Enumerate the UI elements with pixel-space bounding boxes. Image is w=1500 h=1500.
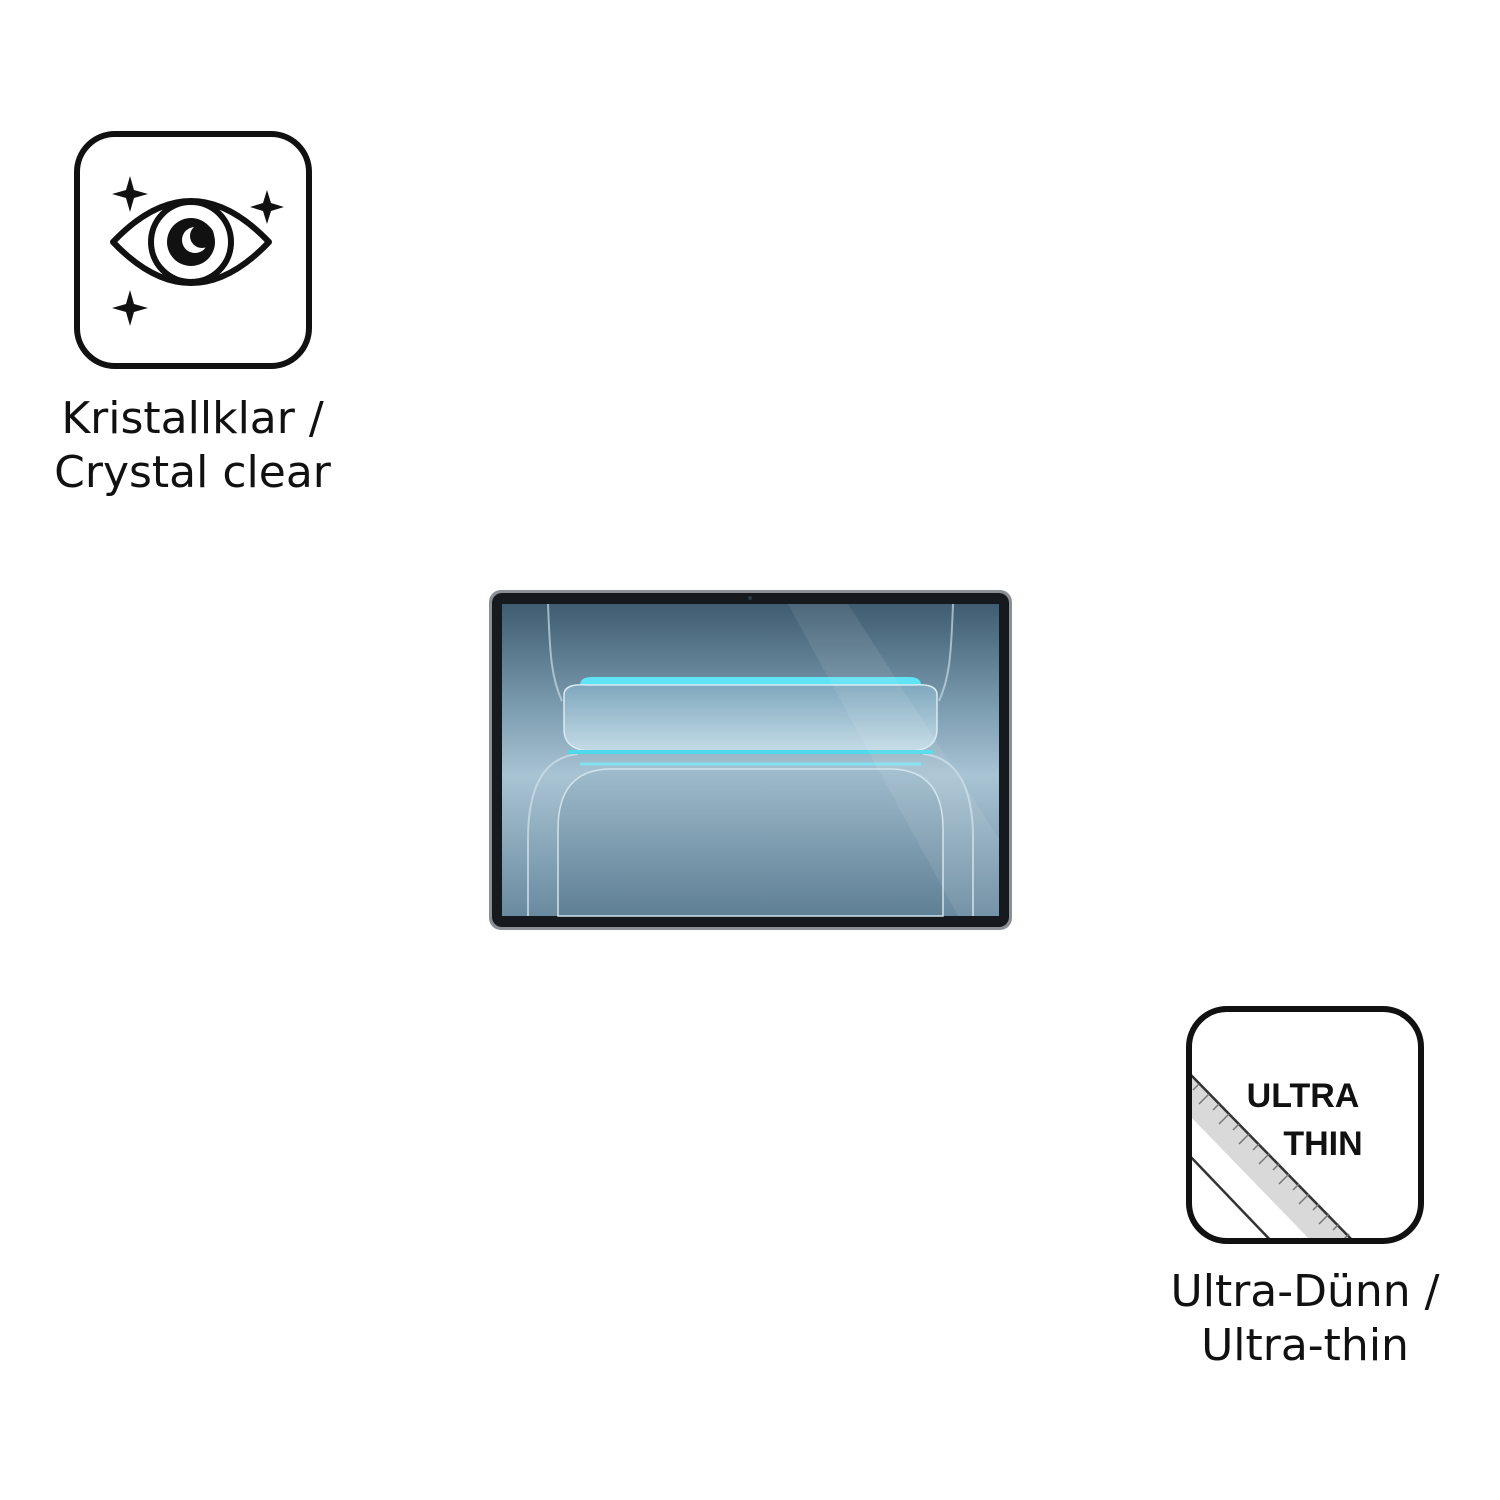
caption-line-german: Kristallklar / bbox=[61, 393, 324, 444]
feature-ultra-thin: ULTRA THIN Ultra-Dünn / Ultra-thin bbox=[1155, 1005, 1455, 1373]
badge-text-ultra: ULTRA bbox=[1247, 1077, 1360, 1115]
ultra-thin-ruler-icon: ULTRA THIN bbox=[1186, 1006, 1424, 1244]
sparkling-eye-icon bbox=[73, 131, 312, 369]
tablet-product-image bbox=[489, 590, 1012, 930]
caption-line-english: Crystal clear bbox=[54, 447, 331, 498]
feature-caption-ultra-thin: Ultra-Dünn / Ultra-thin bbox=[1155, 1265, 1455, 1373]
feature-caption-crystal-clear: Kristallklar / Crystal clear bbox=[40, 392, 345, 500]
badge-text-thin: THIN bbox=[1283, 1125, 1362, 1163]
caption-line-english: Ultra-thin bbox=[1201, 1320, 1409, 1371]
caption-line-german: Ultra-Dünn / bbox=[1170, 1266, 1440, 1317]
feature-crystal-clear: Kristallklar / Crystal clear bbox=[40, 130, 345, 500]
